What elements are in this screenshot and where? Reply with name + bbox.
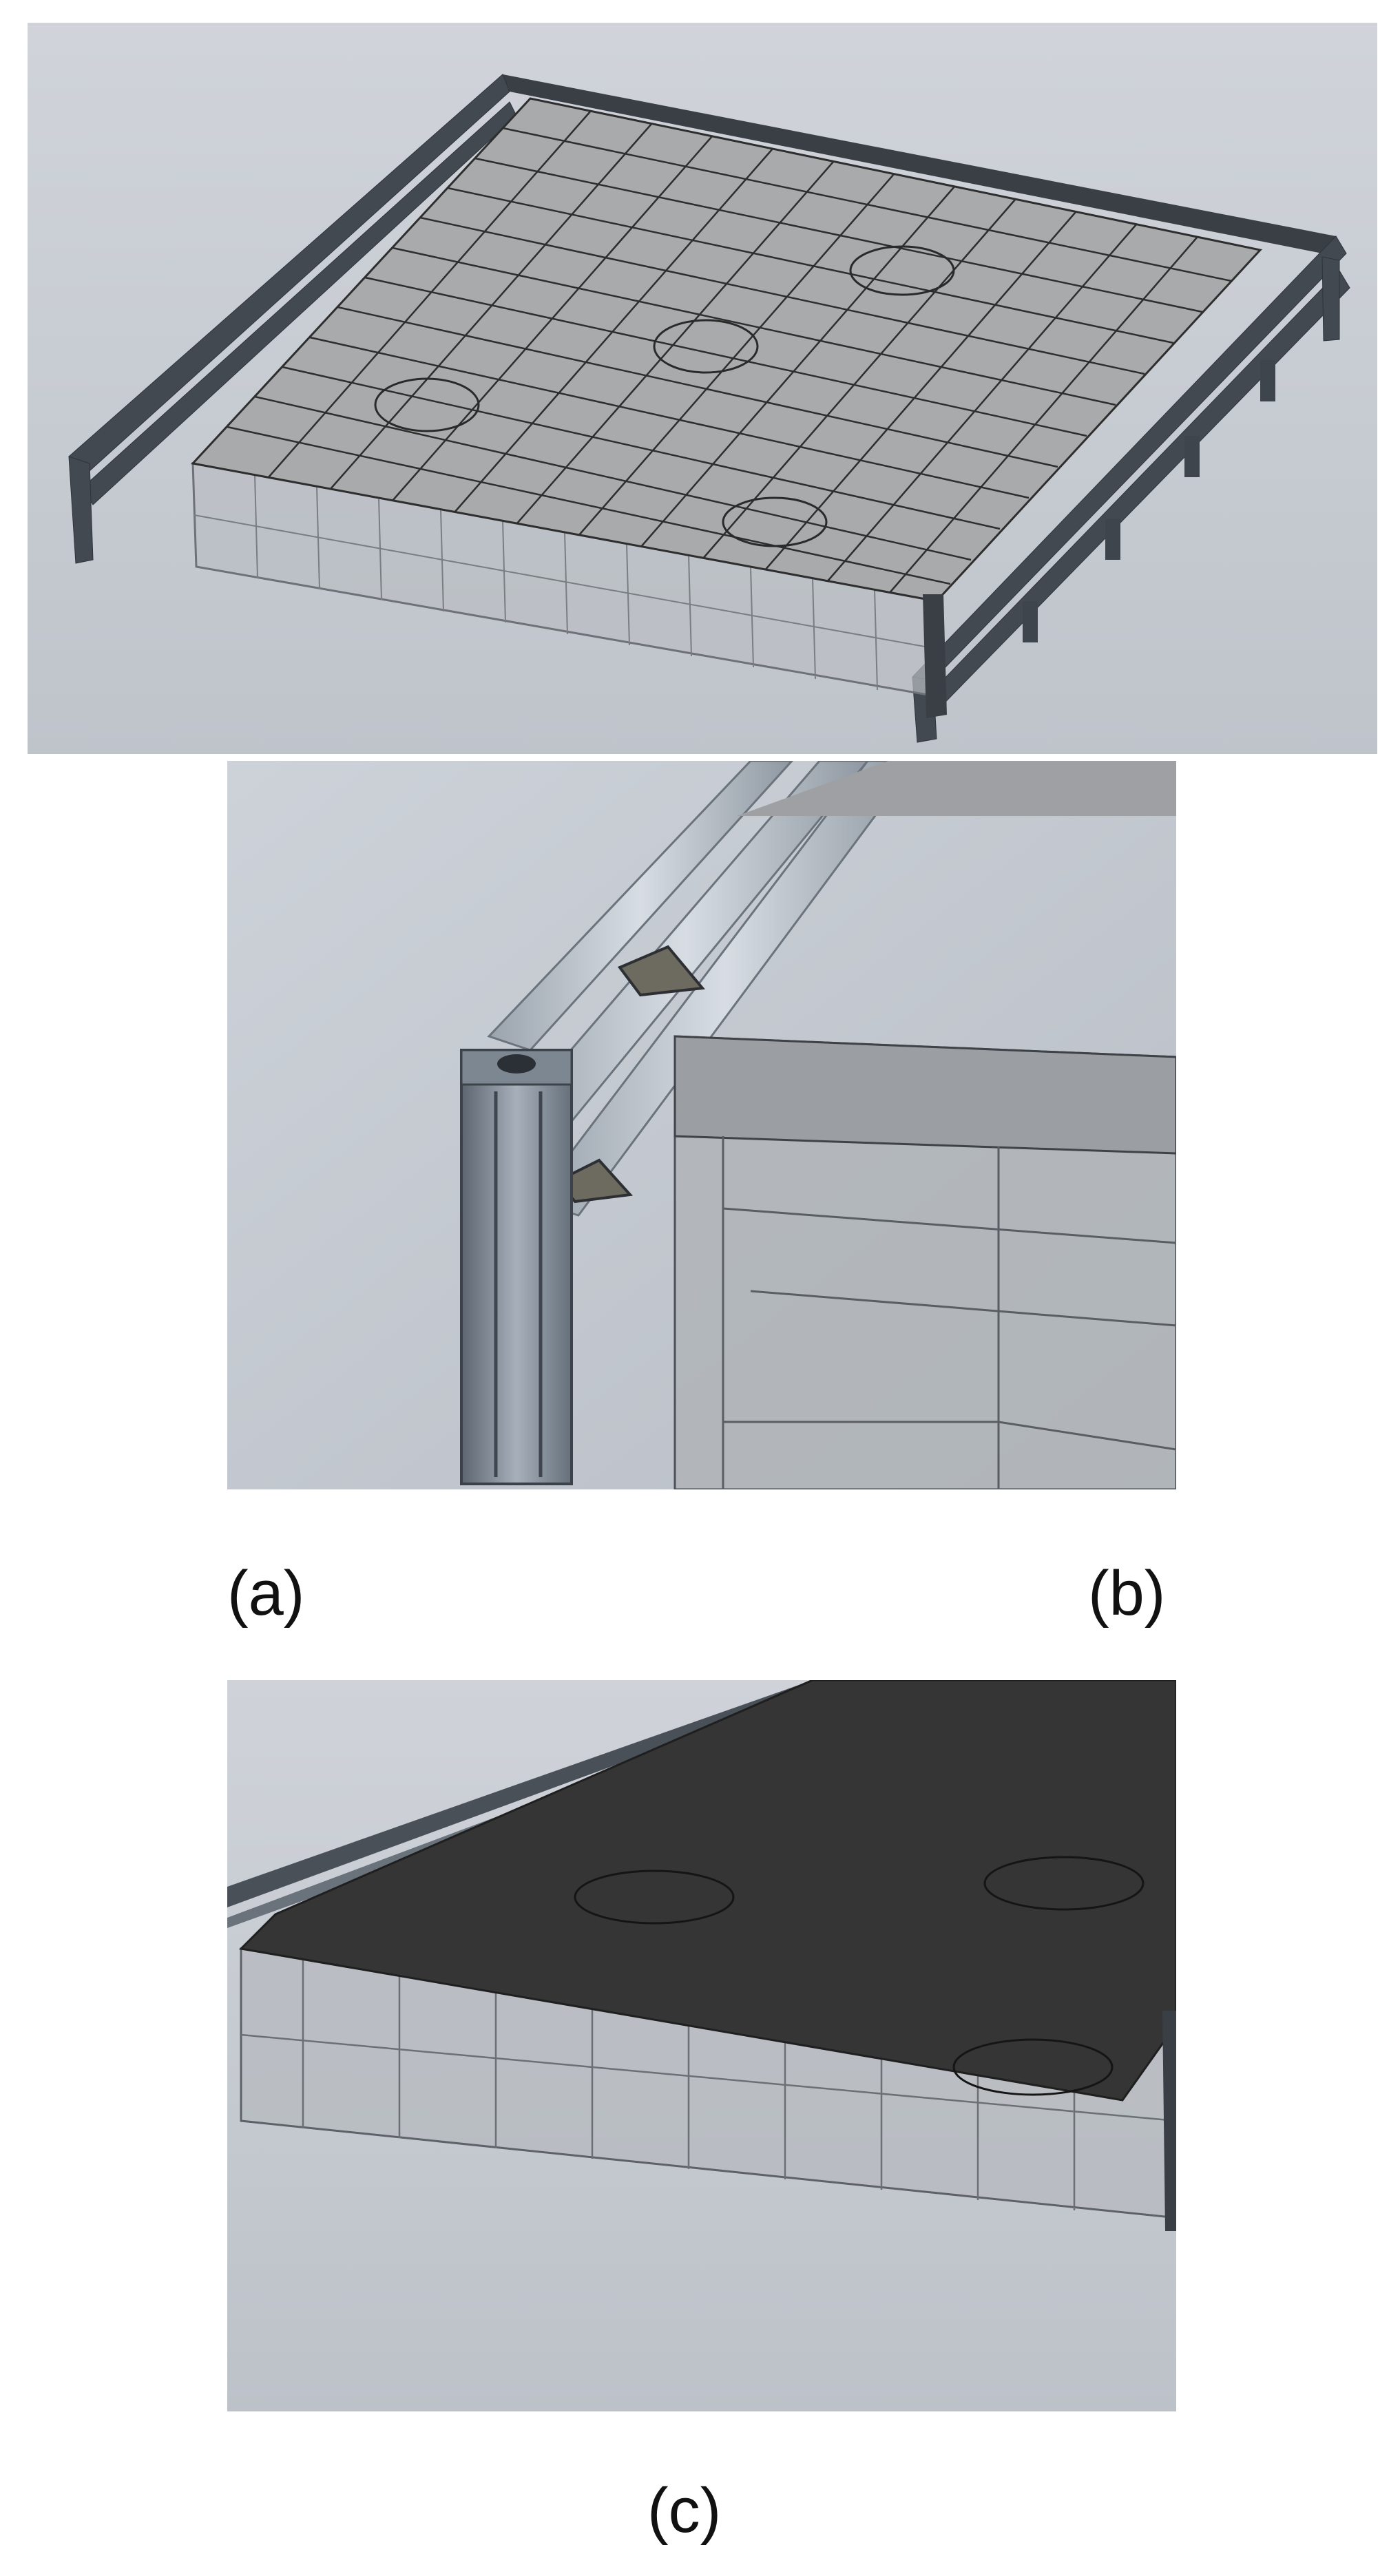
panel-b-drawing xyxy=(227,761,1176,1489)
back-frame-rail xyxy=(503,74,1339,257)
clamp-brackets xyxy=(555,945,705,1204)
post-bore-hole xyxy=(497,1054,536,1074)
panel-a-drawing xyxy=(28,23,1377,754)
circular-openings xyxy=(574,1856,1145,2096)
panel-b-corner-detail xyxy=(227,761,1176,1489)
dark-top-plate xyxy=(238,1680,1176,2102)
top-lid-plate xyxy=(673,1035,1176,1155)
top-surface-edge xyxy=(737,761,1176,816)
corner-post xyxy=(460,1049,573,1485)
caption-c: (c) xyxy=(647,2475,722,2546)
panel-c-dark-plate-view xyxy=(227,1680,1176,2411)
panel-c-drawing xyxy=(227,1680,1176,2411)
panel-a-overall-assembly xyxy=(28,23,1377,754)
caption-b: (b) xyxy=(1088,1558,1166,1629)
aluminum-extrusion-rails xyxy=(487,761,917,1217)
caption-a: (a) xyxy=(227,1558,305,1629)
corner-post xyxy=(1162,2011,1176,2231)
tile-seams xyxy=(227,110,1232,595)
wall-edges xyxy=(722,1136,1176,1489)
support-legs xyxy=(1023,360,1275,642)
left-frame-rails xyxy=(68,74,517,564)
front-corner-post xyxy=(923,594,947,718)
circular-openings xyxy=(374,245,955,547)
post-slots xyxy=(494,1091,543,1477)
tank-grid-lines xyxy=(194,474,941,691)
